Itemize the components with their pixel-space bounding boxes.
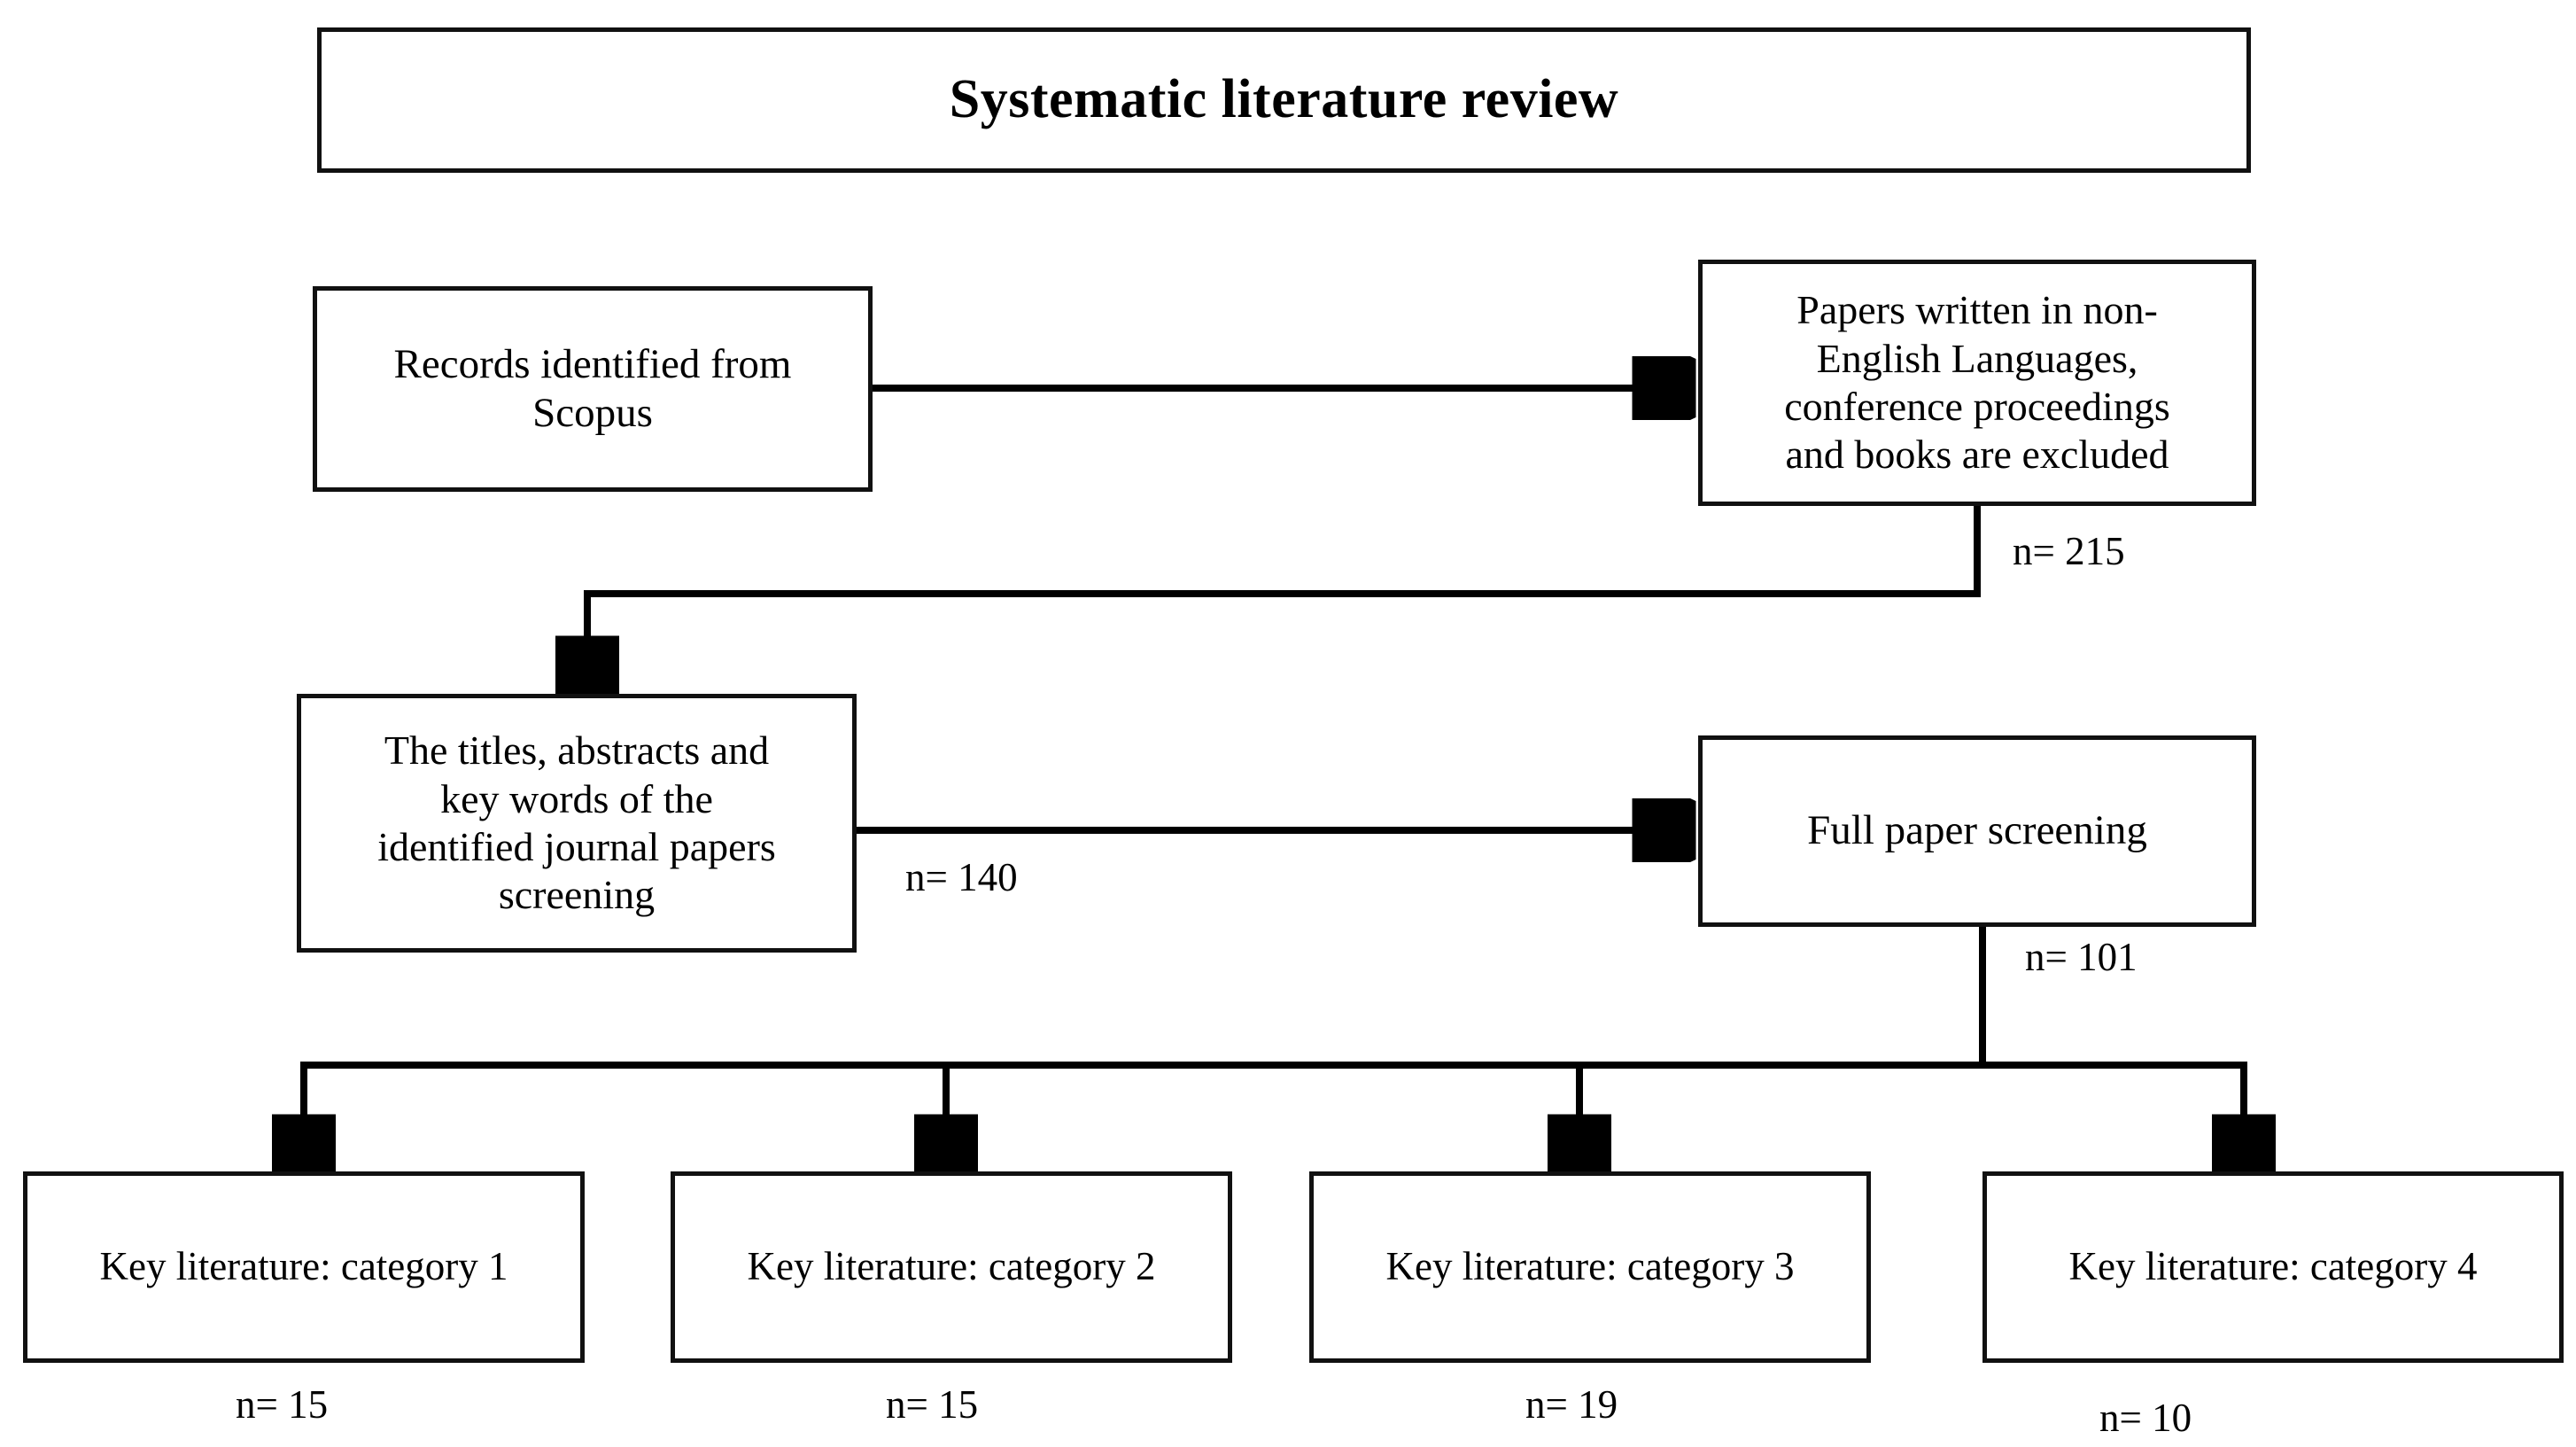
node-key-literature-category-3-text: Key literature: category 3 (1385, 1244, 1795, 1289)
node-full-paper-screening-text: Full paper screening (1807, 807, 2147, 854)
label-n-after-full-paper: n= 101 (2025, 935, 2138, 979)
node-titles-abstracts-screening: The titles, abstracts and key words of t… (297, 694, 857, 953)
node-key-literature-category-4: Key literature: category 4 (1982, 1171, 2564, 1363)
node-exclusion-criteria-text: Papers written in non- English Languages… (1784, 287, 2170, 478)
node-key-literature-category-4-text: Key literature: category 4 (2068, 1244, 2478, 1289)
node-titles-abstracts-screening-text: The titles, abstracts and key words of t… (377, 727, 776, 918)
node-key-literature-category-3: Key literature: category 3 (1309, 1171, 1871, 1363)
label-n-after-titles-screening: n= 140 (905, 855, 1018, 899)
node-full-paper-screening: Full paper screening (1698, 735, 2256, 927)
label-n-category-3: n= 19 (1525, 1382, 1618, 1427)
node-key-literature-category-1-text: Key literature: category 1 (99, 1244, 508, 1289)
label-n-category-2: n= 15 (886, 1382, 979, 1427)
label-n-category-1: n= 15 (236, 1382, 329, 1427)
diagram-title-box: Systematic literature review (317, 27, 2251, 173)
node-exclusion-criteria: Papers written in non- English Languages… (1698, 260, 2256, 506)
node-records-identified-text: Records identified from Scopus (393, 340, 792, 436)
node-records-identified: Records identified from Scopus (313, 286, 873, 492)
label-n-category-4: n= 10 (2099, 1396, 2192, 1440)
label-n-after-exclusion: n= 215 (2013, 529, 2125, 573)
node-key-literature-category-2-text: Key literature: category 2 (747, 1244, 1156, 1289)
node-key-literature-category-1: Key literature: category 1 (23, 1171, 585, 1363)
edge-excluded-to-titles-screening (587, 503, 1981, 687)
diagram-title-text: Systematic literature review (949, 69, 1619, 130)
node-key-literature-category-2: Key literature: category 2 (671, 1171, 1232, 1363)
